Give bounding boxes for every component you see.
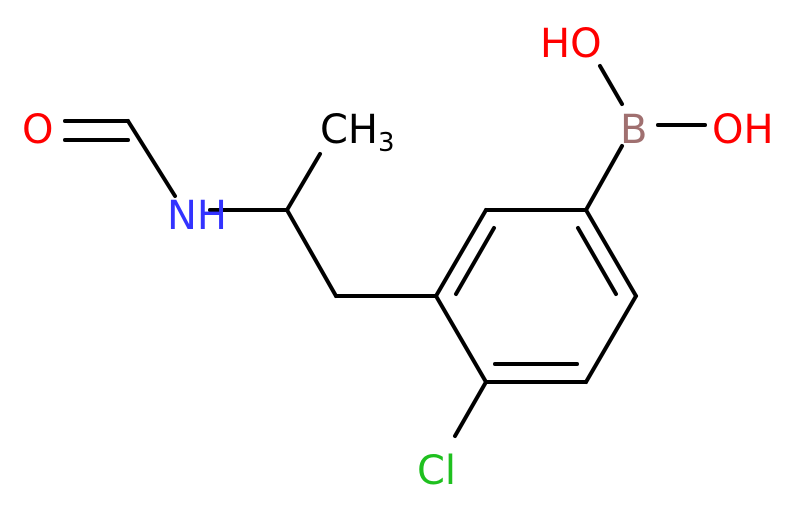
- bond-ring-c3-c2: [434, 208, 488, 298]
- bond-ch-methyl: [285, 152, 322, 212]
- bond-formyl-c-n: [126, 119, 177, 198]
- atom-label-methyl: CH3: [320, 107, 395, 158]
- atom-label-nitrogen: NH: [167, 193, 227, 239]
- bond-ring-c4-c3: [434, 294, 488, 384]
- bonds: [63, 64, 707, 438]
- atom-label-methyl-c: CH: [320, 107, 378, 153]
- atom-labels: O NH CH3 B HO OH Cl: [22, 21, 774, 494]
- atom-label-hydroxyl-right: OH: [712, 107, 774, 153]
- bond-ring-c1-c6: [584, 208, 638, 298]
- bond-b-oh-top: [598, 64, 624, 106]
- atom-label-boron: B: [620, 107, 647, 153]
- bond-ring-c1-c6-inner: [576, 226, 618, 296]
- bond-ring-c3-c2-inner: [454, 226, 496, 296]
- bond-ring-cl: [453, 380, 488, 438]
- atom-label-methyl-subscript: 3: [378, 128, 395, 158]
- atom-label-chlorine: Cl: [417, 448, 456, 494]
- atom-label-oxygen-formyl: O: [22, 107, 53, 153]
- bond-ring-b: [584, 144, 624, 212]
- bond-ch-ch2: [285, 208, 338, 298]
- bond-ring-c6-c5: [584, 294, 638, 384]
- atom-label-hydroxyl-top: HO: [540, 21, 602, 67]
